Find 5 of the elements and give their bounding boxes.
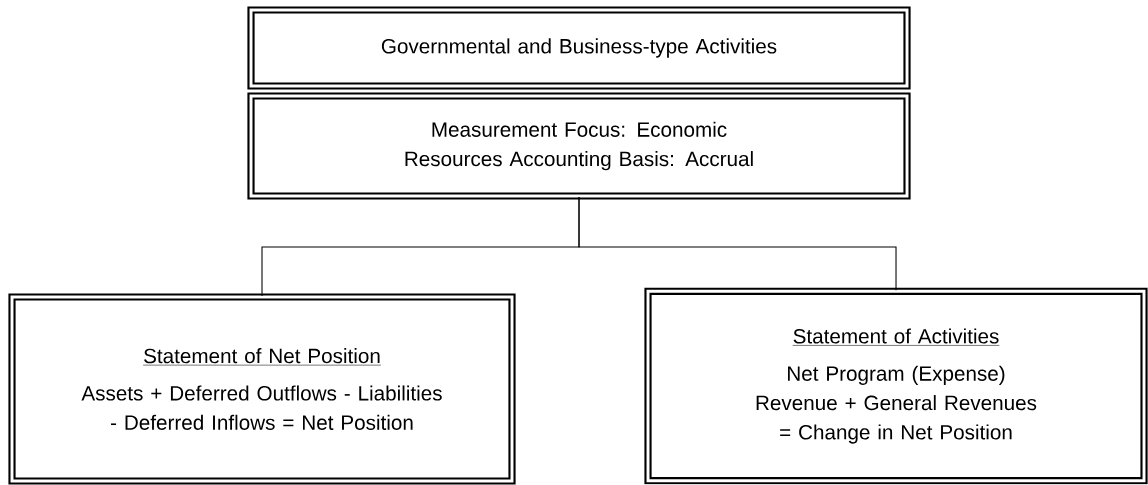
- statement-box: Governmental and Business-type Activities: [247, 6, 911, 90]
- connector-line: [578, 196, 897, 291]
- statement-box: Statement of Net Position Assets + Deferred Outflows - Liabilities - Deferred Inflows = Net Position: [8, 293, 516, 485]
- statement-box: Measurement Focus: Economic Resources Accounting Basis: Accrual: [247, 92, 911, 200]
- statement-box: Statement of Activities Net Program (Expense) Revenue + General Revenues = Change in Net Position: [644, 287, 1148, 485]
